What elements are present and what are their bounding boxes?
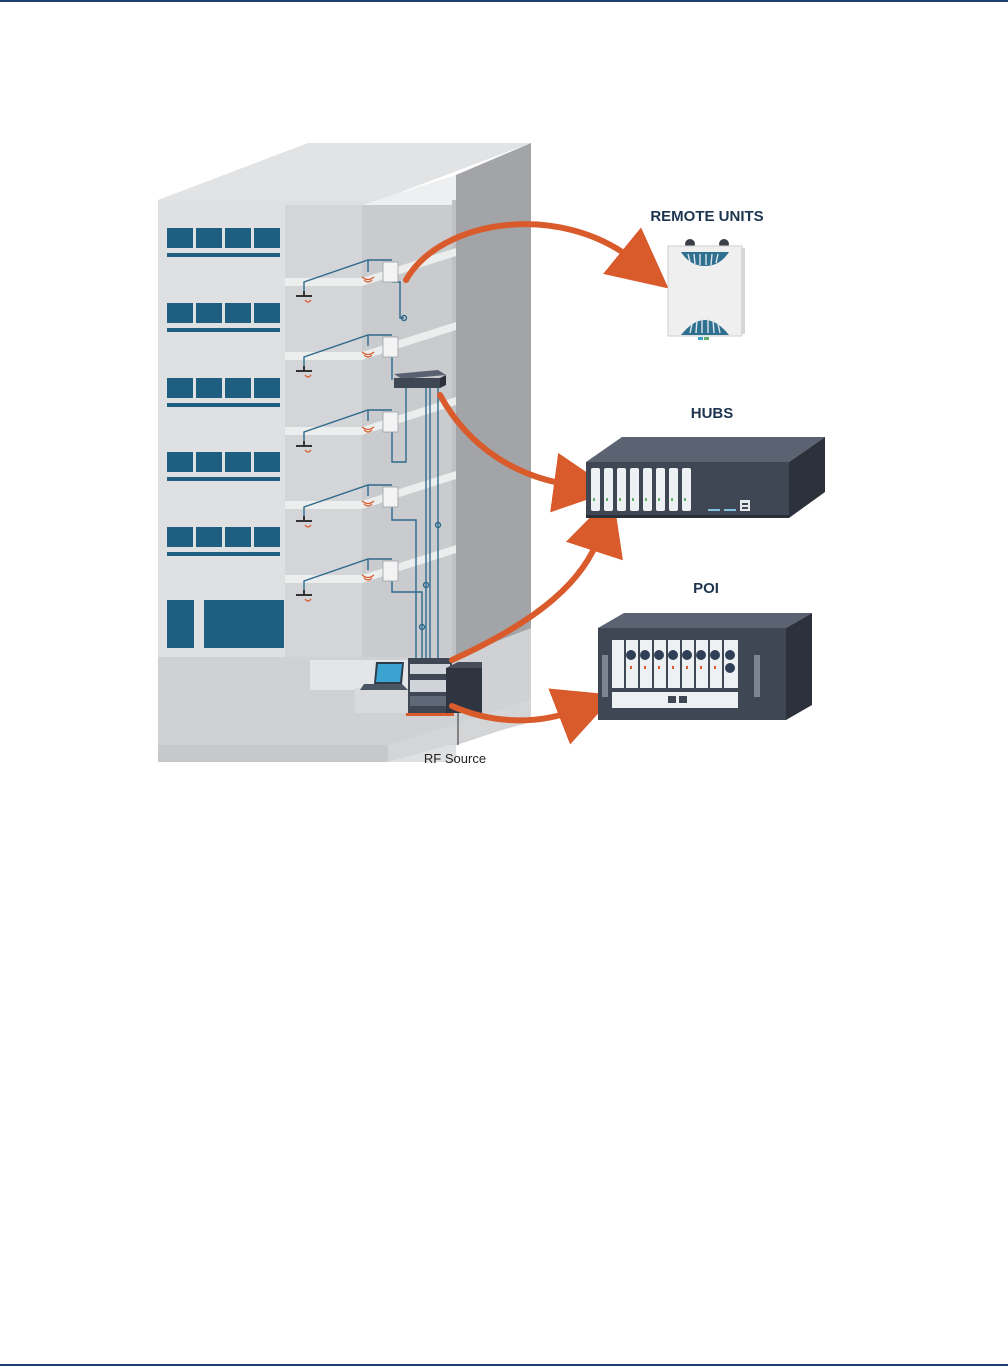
label-hubs: HUBS: [691, 405, 734, 422]
remote-unit-icon: [668, 239, 745, 340]
label-remote-units: REMOTE UNITS: [650, 208, 763, 225]
label-rf-source: RF Source: [424, 751, 486, 766]
hub-rack-icon: [586, 437, 825, 518]
label-poi: POI: [693, 580, 719, 597]
poi-rack-icon: [598, 613, 812, 720]
